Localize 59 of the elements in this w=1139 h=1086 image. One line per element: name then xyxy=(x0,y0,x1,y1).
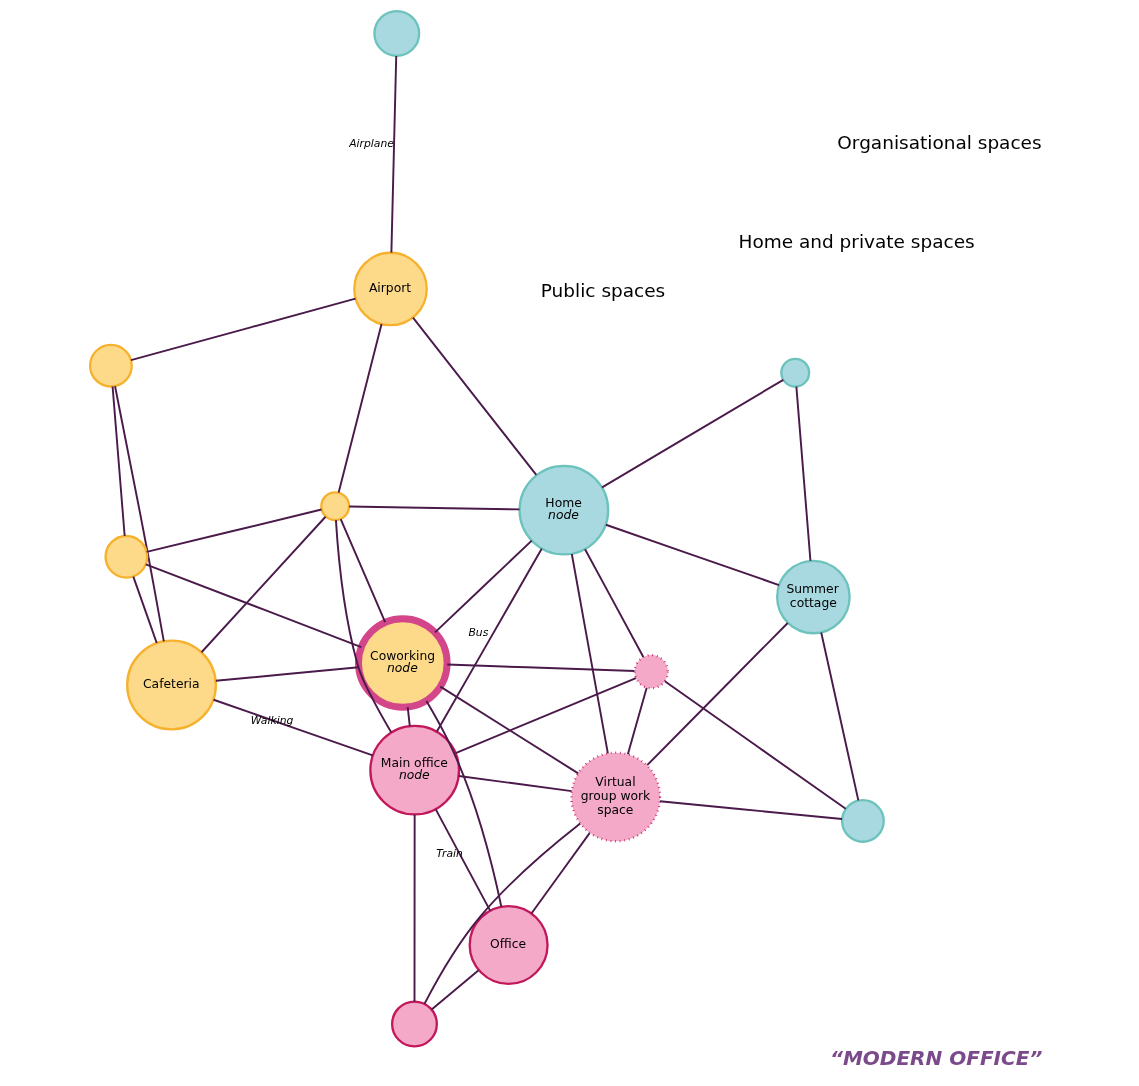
connector xyxy=(570,553,609,755)
node-circle xyxy=(320,491,351,522)
node-circle xyxy=(373,9,421,57)
connector xyxy=(454,677,637,755)
node-circle xyxy=(390,1000,438,1048)
connector xyxy=(214,666,360,682)
connector xyxy=(530,832,591,915)
label: Organisational spaces xyxy=(837,132,1042,154)
connector xyxy=(145,508,323,553)
node-circle: Home node xyxy=(518,464,610,556)
node-circle xyxy=(780,357,811,388)
connector xyxy=(457,775,573,793)
node-circle: Airport xyxy=(353,251,428,327)
node-circle: Office xyxy=(468,904,549,986)
connector xyxy=(658,800,843,820)
connector xyxy=(406,706,411,727)
node-circle xyxy=(840,799,885,843)
node-circle xyxy=(88,343,133,388)
connector xyxy=(412,316,538,476)
node-circle xyxy=(633,653,669,690)
connector xyxy=(434,539,533,634)
connector xyxy=(434,808,492,912)
connector xyxy=(348,505,521,511)
connector xyxy=(111,385,126,537)
connector xyxy=(334,519,393,734)
connector xyxy=(626,686,648,756)
connector xyxy=(435,547,543,733)
connector xyxy=(339,518,387,623)
connector xyxy=(413,813,416,1003)
connector xyxy=(423,822,582,1005)
label: Home and private spaces xyxy=(738,230,975,252)
connector xyxy=(646,622,789,767)
connector xyxy=(820,631,860,802)
connector xyxy=(439,685,580,775)
node-circle: Cafeteria xyxy=(126,639,217,731)
connector xyxy=(663,680,847,810)
connector xyxy=(337,323,383,494)
node-circle: Virtual group work space xyxy=(570,751,662,843)
connector xyxy=(795,385,812,562)
connector xyxy=(425,699,503,908)
caption: “MODERN OFFICE” xyxy=(830,1045,1043,1070)
node-circle: Coworking node xyxy=(355,615,451,711)
node-circle: Summer cottage xyxy=(776,559,851,635)
connector xyxy=(200,515,327,654)
connector xyxy=(114,385,165,643)
edge-label: Bus xyxy=(468,626,489,640)
connector xyxy=(430,969,480,1011)
connector xyxy=(601,378,785,489)
node-circle xyxy=(104,534,149,579)
connector xyxy=(130,297,357,362)
connector xyxy=(390,55,398,254)
connector xyxy=(604,523,780,586)
connector xyxy=(584,548,645,658)
connector xyxy=(132,575,158,644)
connector xyxy=(446,663,636,673)
node-circle: Main office node xyxy=(369,724,461,816)
connector xyxy=(144,563,363,648)
connector xyxy=(212,698,374,757)
label: Public spaces xyxy=(540,280,666,302)
